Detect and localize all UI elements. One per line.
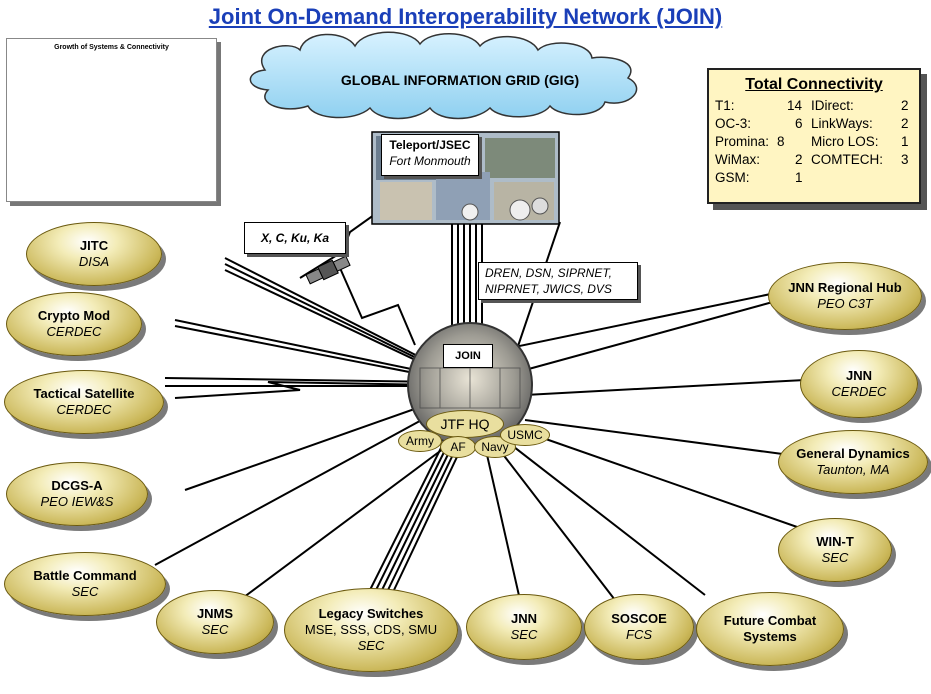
- teleport-name: Teleport/JSEC: [389, 138, 471, 152]
- tc-label: LinkWays:: [811, 116, 873, 131]
- node-name: SOSCOE: [611, 610, 667, 626]
- node-sub: PEO C3T: [817, 296, 873, 311]
- node-sub: CERDEC: [46, 324, 102, 339]
- node-jnn-sec: JNN SEC: [466, 594, 582, 660]
- teleport-label: Teleport/JSEC Fort Monmouth: [381, 134, 479, 176]
- node-name: Tactical Satellite: [33, 385, 135, 401]
- tc-value: 3: [901, 152, 909, 167]
- tc-label: IDirect:: [811, 98, 854, 113]
- legacy-bundle: [369, 439, 466, 591]
- tc-label: Micro LOS:: [811, 134, 879, 149]
- node-battle-command: Battle Command SEC: [4, 552, 166, 616]
- node-sub: CERDEC: [831, 384, 887, 399]
- chart-title: Growth of Systems & Connectivity: [54, 44, 169, 51]
- node-name-line2: Systems: [743, 629, 797, 644]
- growth-chart-frame: Growth of Systems & Connectivity: [6, 38, 217, 202]
- tc-value: 6: [795, 116, 803, 131]
- total-connectivity-panel: Total Connectivity T1: 14 OC-3: 6 Promin…: [707, 68, 921, 204]
- node-name: Battle Command: [33, 567, 137, 583]
- node-general-dynamics: General Dynamics Taunton, MA: [778, 430, 928, 494]
- tc-label: OC-3:: [715, 116, 752, 131]
- node-future-combat-systems: Future Combat Systems: [696, 592, 844, 666]
- node-name: JNN: [510, 610, 537, 626]
- node-name: JITC: [79, 237, 109, 253]
- node-sub: SEC: [201, 622, 229, 637]
- node-sub: SEC: [71, 584, 99, 599]
- node-jnms: JNMS SEC: [156, 590, 274, 654]
- tc-label: T1:: [715, 98, 735, 113]
- networks-line1: DREN, DSN, SIPRNET,: [485, 266, 612, 280]
- node-crypto-mod: Crypto Mod CERDEC: [6, 292, 142, 356]
- node-name: WIN-T: [816, 533, 854, 549]
- node-tactical-satellite: Tactical Satellite CERDEC: [4, 370, 164, 434]
- tc-value: 2: [901, 116, 909, 131]
- node-sub: SEC: [510, 627, 538, 642]
- sat-link-down: [339, 267, 416, 346]
- node-name: Crypto Mod: [37, 307, 111, 323]
- node-name: JNMS: [196, 605, 234, 621]
- node-name: Future Combat: [723, 612, 817, 628]
- node-jnn-regional-hub: JNN Regional Hub PEO C3T: [768, 262, 922, 330]
- node-sub: MSE, SSS, CDS, SMU: [304, 621, 438, 637]
- node-name: General Dynamics: [796, 445, 910, 461]
- node-sub: DISA: [78, 254, 110, 269]
- usmc-node: USMC: [500, 424, 550, 446]
- node-name: JNN Regional Hub: [788, 279, 902, 295]
- node-name: Legacy Switches: [318, 605, 424, 621]
- army-node: Army: [398, 430, 442, 452]
- node-dcgs-a: DCGS-A PEO IEW&S: [6, 462, 148, 526]
- tc-label: GSM:: [715, 170, 750, 185]
- node-sub: FCS: [626, 627, 652, 642]
- networks-line2: NIPRNET, JWICS, DVS: [485, 282, 612, 297]
- node-name: DCGS-A: [51, 477, 103, 493]
- tc-value: 8: [777, 134, 785, 149]
- af-node: AF: [440, 436, 476, 458]
- node-sub: PEO IEW&S: [40, 494, 114, 509]
- node-soscoe: SOSCOE FCS: [584, 594, 694, 660]
- node-sub: CERDEC: [56, 402, 112, 417]
- node-win-t: WIN-T SEC: [778, 518, 892, 582]
- node-sub: SEC: [821, 550, 849, 565]
- satellite-bands-label: X, C, Ku, Ka: [244, 222, 346, 254]
- tc-label: WiMax:: [715, 152, 760, 167]
- gig-cloud: [249, 31, 638, 120]
- tacsat-link: [174, 381, 441, 399]
- total-connectivity-title: Total Connectivity: [745, 76, 883, 93]
- page-title: Joint On-Demand Interoperability Network…: [208, 4, 723, 29]
- node-jitc: JITC DISA: [26, 222, 162, 286]
- node-legacy-switches: Legacy Switches MSE, SSS, CDS, SMU SEC: [284, 588, 458, 672]
- tc-value: 14: [787, 98, 803, 113]
- tc-value: 2: [901, 98, 909, 113]
- tc-label: COMTECH:: [811, 152, 883, 167]
- join-label: JOIN: [443, 344, 493, 368]
- tc-value: 2: [795, 152, 803, 167]
- node-jnn-cerdec: JNN CERDEC: [800, 350, 918, 418]
- teleport-location: Fort Monmouth: [389, 153, 471, 168]
- node-name: JNN: [845, 367, 872, 383]
- networks-label: DREN, DSN, SIPRNET, NIPRNET, JWICS, DVS: [478, 262, 638, 300]
- node-sub: Taunton, MA: [816, 462, 890, 477]
- satellite-icon: [305, 255, 351, 285]
- connection-lines: [154, 221, 821, 601]
- node-sub: SEC: [357, 638, 385, 654]
- cloud-label: GLOBAL INFORMATION GRID (GIG): [340, 72, 580, 88]
- tc-value: 1: [901, 134, 909, 149]
- tc-label: Promina:: [715, 134, 770, 149]
- tc-value: 1: [795, 170, 803, 185]
